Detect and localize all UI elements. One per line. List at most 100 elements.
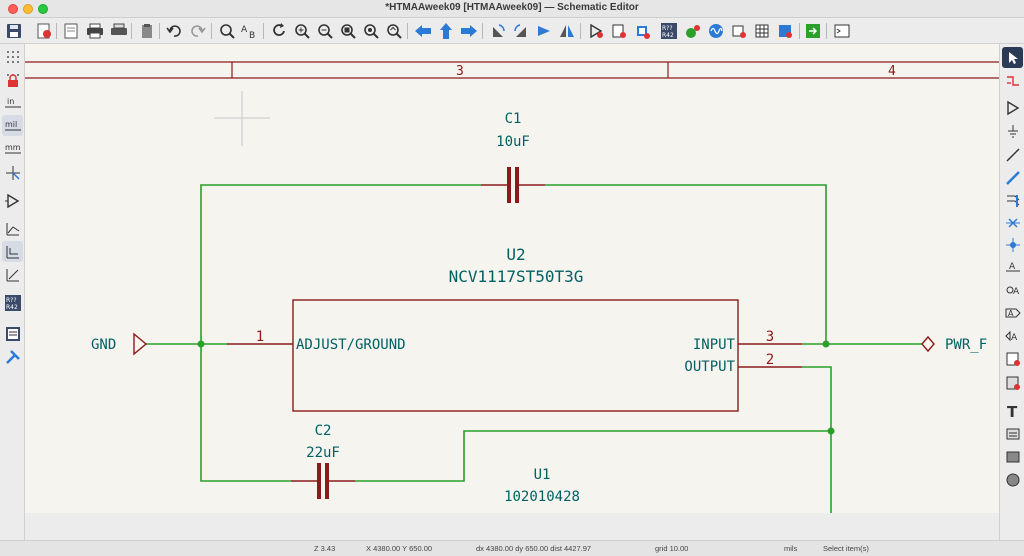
component-u1[interactable]: U1 102010428 xyxy=(504,467,580,505)
annotation-icon[interactable]: R??R42 xyxy=(2,292,23,313)
add-rectangle-icon[interactable] xyxy=(1002,446,1023,467)
bom-icon[interactable] xyxy=(729,21,749,41)
junctions xyxy=(197,340,835,435)
switch-to-pcb-icon[interactable] xyxy=(803,21,823,41)
capacitor-c2[interactable]: C2 22uF xyxy=(291,423,355,499)
rotate-ccw-icon[interactable] xyxy=(488,21,508,41)
add-label-icon[interactable]: A xyxy=(1002,256,1023,277)
mirror-h-icon[interactable] xyxy=(557,21,577,41)
navigate-forward-icon[interactable] xyxy=(459,21,479,41)
page-settings-icon[interactable] xyxy=(34,21,54,41)
zoom-out-icon[interactable] xyxy=(315,21,335,41)
grid-lock-icon[interactable] xyxy=(2,69,23,90)
add-net-class-label-icon[interactable]: A xyxy=(1002,279,1023,300)
line-mode-45-icon[interactable] xyxy=(2,264,23,285)
undo-icon[interactable] xyxy=(164,21,184,41)
import-sheet-pin-icon[interactable] xyxy=(1002,372,1023,393)
pwr-flag-label[interactable]: PWR_F xyxy=(921,335,987,353)
print-icon[interactable] xyxy=(85,21,105,41)
zoom-in-icon[interactable] xyxy=(292,21,312,41)
highlight-net-icon[interactable] xyxy=(1002,70,1023,91)
add-hier-label-icon[interactable]: A xyxy=(1002,325,1023,346)
units-mils-icon[interactable]: mil xyxy=(2,115,23,136)
plot-icon[interactable] xyxy=(109,21,129,41)
regulator-u2[interactable]: U2 NCV1117ST50T3G ADJUST/GROUND INPUT OU… xyxy=(227,245,802,412)
border-number-3: 3 xyxy=(456,64,464,79)
mirror-v-icon[interactable] xyxy=(534,21,554,41)
netlist-icon[interactable] xyxy=(752,21,772,41)
annotate-icon[interactable]: R??R42 xyxy=(659,21,679,41)
zoom-objects-icon[interactable] xyxy=(361,21,381,41)
canvas-scroll-area xyxy=(25,513,999,540)
add-junction-icon[interactable] xyxy=(1002,234,1023,255)
add-wire-icon[interactable] xyxy=(1002,144,1023,165)
zoom-fit-icon[interactable] xyxy=(338,21,358,41)
scripting-console-icon[interactable] xyxy=(832,21,852,41)
no-connect-icon[interactable] xyxy=(1002,212,1023,233)
svg-text:T: T xyxy=(1007,403,1018,419)
add-global-label-icon[interactable]: A xyxy=(1002,302,1023,323)
close-window-button[interactable] xyxy=(8,4,18,14)
svg-text:A: A xyxy=(1013,287,1020,297)
simulator-icon[interactable] xyxy=(706,21,726,41)
svg-text:A: A xyxy=(241,25,248,35)
add-symbol-icon[interactable] xyxy=(1002,97,1023,118)
add-bus-entry-icon[interactable] xyxy=(1002,190,1023,211)
footprint-assign-icon[interactable] xyxy=(632,21,652,41)
c2-reference: C2 xyxy=(315,423,332,439)
schematic-drawing[interactable]: 3 4 C1 xyxy=(25,44,999,513)
add-sheet-icon[interactable] xyxy=(1002,348,1023,369)
zoom-selection-icon[interactable] xyxy=(384,21,404,41)
line-mode-free-icon[interactable] xyxy=(2,218,23,239)
hierarchy-navigator-icon[interactable] xyxy=(2,323,23,344)
add-bus-icon[interactable] xyxy=(1002,167,1023,188)
navigate-back-icon[interactable] xyxy=(413,21,433,41)
symbol-browser-icon[interactable] xyxy=(609,21,629,41)
units-mm-icon[interactable]: mm xyxy=(2,138,23,159)
add-circle-icon[interactable] xyxy=(1002,469,1023,490)
grid-icon[interactable] xyxy=(2,46,23,67)
wire-c2-right xyxy=(355,430,831,482)
status-cursor-xy: X 4380.00 Y 650.00 xyxy=(366,544,433,553)
save-icon[interactable] xyxy=(4,21,24,41)
symbol-editor-icon[interactable] xyxy=(586,21,606,41)
pcb-editor-icon[interactable] xyxy=(775,21,795,41)
minimize-window-button[interactable] xyxy=(23,4,33,14)
zoom-window-button[interactable] xyxy=(38,4,48,14)
wire-c1-left xyxy=(200,184,481,344)
gnd-power-label[interactable]: GND xyxy=(91,332,148,356)
u2-pin-input-label: INPUT xyxy=(693,337,736,353)
redo-icon[interactable] xyxy=(188,21,208,41)
find-icon[interactable] xyxy=(217,21,237,41)
u2-pin1-number: 1 xyxy=(256,329,264,345)
wire-output xyxy=(802,366,832,513)
navigate-up-icon[interactable] xyxy=(436,21,456,41)
hidden-pins-icon[interactable] xyxy=(2,190,23,211)
open-icon[interactable] xyxy=(61,21,81,41)
erc-icon[interactable] xyxy=(683,21,703,41)
wires[interactable] xyxy=(146,184,922,513)
add-text-icon[interactable]: T xyxy=(1002,400,1023,421)
rotate-cw-icon[interactable] xyxy=(511,21,531,41)
schematic-canvas[interactable]: 3 4 C1 xyxy=(25,44,999,513)
svg-text:mil: mil xyxy=(5,120,17,129)
svg-text:in: in xyxy=(7,97,14,106)
paste-icon[interactable] xyxy=(137,21,157,41)
refresh-icon[interactable] xyxy=(269,21,289,41)
add-textbox-icon[interactable] xyxy=(1002,423,1023,444)
svg-text:R??: R?? xyxy=(6,297,17,304)
add-power-icon[interactable] xyxy=(1002,120,1023,141)
right-toolbar: A A A A T xyxy=(999,44,1024,540)
status-units: mils xyxy=(784,544,798,553)
svg-text:R??: R?? xyxy=(662,25,673,32)
properties-tools-icon[interactable] xyxy=(2,346,23,367)
line-mode-90-icon[interactable] xyxy=(2,241,23,262)
c2-value: 22uF xyxy=(306,445,340,461)
svg-text:A: A xyxy=(1011,333,1018,343)
crosshair-cursor xyxy=(214,91,270,146)
select-arrow-icon[interactable] xyxy=(1002,47,1023,68)
cursor-crosshair-icon[interactable] xyxy=(2,162,23,183)
units-inches-icon[interactable]: in xyxy=(2,92,23,113)
capacitor-c1[interactable]: C1 10uF xyxy=(481,111,545,203)
